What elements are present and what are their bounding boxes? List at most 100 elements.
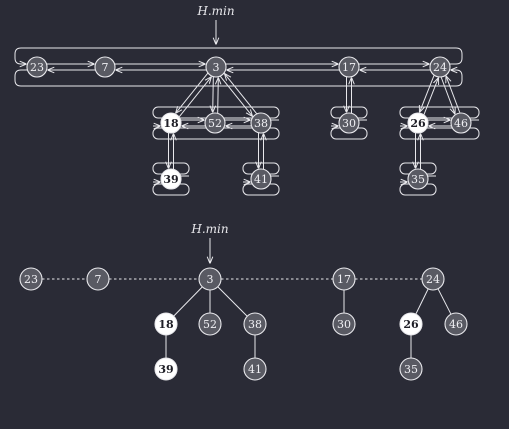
top-node-38: 38	[250, 112, 272, 134]
top-node-7: 7	[94, 56, 116, 78]
node-circle	[19, 267, 43, 291]
node-circle	[332, 312, 356, 336]
node-key: 23	[30, 61, 44, 74]
parent-pointer	[446, 76, 461, 113]
node-circle	[243, 312, 267, 336]
top-hmin-label: H.min	[196, 4, 234, 18]
linked-list-representation: H.min 3 7 17 18 23 24 26 30 35 38 39 41 46 52	[14, 4, 480, 196]
child-pointer	[420, 75, 435, 111]
node-key: 17	[337, 273, 351, 286]
parent-pointer	[178, 77, 211, 118]
bottom-node-17: 17	[332, 267, 356, 291]
parent-pointer	[225, 74, 258, 114]
node-key: 23	[24, 273, 38, 286]
node-circle	[444, 312, 468, 336]
node-circle	[205, 56, 227, 78]
root-wrap-prev-pointer	[14, 70, 463, 87]
bottom-node-7: 7	[86, 267, 110, 291]
node-key: 26	[403, 318, 419, 331]
child-pointer	[219, 76, 252, 116]
node-circle	[450, 112, 472, 134]
top-node-24: 24	[429, 56, 451, 78]
node-key: 39	[163, 173, 178, 186]
node-circle	[407, 112, 429, 134]
node-key: 46	[454, 117, 468, 130]
node-key: 3	[207, 273, 214, 286]
child-pointer	[176, 72, 209, 113]
tree-representation: H.min 3 7 17 18 23 24 26 30 35 38 39 41 46 52	[19, 222, 468, 381]
node-key: 24	[433, 61, 447, 74]
node-key: 7	[102, 61, 109, 74]
node-key: 30	[337, 318, 351, 331]
node-circle	[86, 267, 110, 291]
bottom-node-30: 30	[332, 312, 356, 336]
node-circle	[198, 312, 222, 336]
node-circle	[332, 267, 356, 291]
node-key: 7	[95, 273, 102, 286]
node-key: 38	[254, 117, 268, 130]
tree-edge	[217, 286, 248, 317]
top-node-52: 52	[204, 112, 226, 134]
node-key: 35	[404, 363, 418, 376]
node-key: 52	[208, 117, 222, 130]
bottom-node-38: 38	[243, 312, 267, 336]
node-circle	[26, 56, 48, 78]
node-circle	[399, 357, 423, 381]
bottom-node-35: 35	[399, 357, 423, 381]
node-circle	[154, 357, 178, 381]
node-circle	[429, 56, 451, 78]
node-key: 35	[411, 173, 425, 186]
top-node-46: 46	[450, 112, 472, 134]
node-key: 39	[158, 363, 173, 376]
node-circle	[421, 267, 445, 291]
node-circle	[250, 168, 272, 190]
node-circle	[198, 267, 222, 291]
top-node-3: 3	[205, 56, 227, 78]
bottom-hmin-label: H.min	[190, 222, 228, 236]
node-circle	[338, 112, 360, 134]
node-key: 26	[410, 117, 426, 130]
top-node-17: 17	[338, 56, 360, 78]
node-circle	[243, 357, 267, 381]
top-node-23: 23	[26, 56, 48, 78]
bottom-node-24: 24	[421, 267, 445, 291]
bottom-node-26: 26	[399, 312, 423, 336]
node-circle	[399, 312, 423, 336]
node-key: 3	[213, 61, 220, 74]
bottom-node-52: 52	[198, 312, 222, 336]
child-pointer	[440, 77, 455, 113]
top-node-26: 26	[407, 112, 429, 134]
bottom-node-23: 23	[19, 267, 43, 291]
top-node-18: 18	[160, 112, 182, 134]
node-key: 30	[342, 117, 356, 130]
node-circle	[407, 168, 429, 190]
top-node-35: 35	[407, 168, 429, 190]
node-key: 38	[248, 318, 262, 331]
node-circle	[250, 112, 272, 134]
bottom-node-18: 18	[154, 312, 178, 336]
parent-pointer	[423, 78, 438, 115]
tree-edge	[437, 288, 452, 315]
bottom-node-39: 39	[154, 357, 178, 381]
sibling-ring-lower	[399, 127, 480, 140]
node-circle	[160, 168, 182, 190]
bottom-node-41: 41	[243, 357, 267, 381]
node-circle	[160, 112, 182, 134]
node-key: 17	[342, 61, 356, 74]
top-node-39: 39	[160, 168, 182, 190]
bottom-node-3: 3	[198, 267, 222, 291]
node-circle	[204, 112, 226, 134]
node-key: 46	[449, 318, 463, 331]
tree-edge	[173, 286, 203, 317]
tree-edge	[415, 288, 429, 315]
top-node-30: 30	[338, 112, 360, 134]
node-key: 24	[426, 273, 440, 286]
node-key: 41	[254, 173, 268, 186]
node-key: 18	[158, 318, 174, 331]
bottom-node-46: 46	[444, 312, 468, 336]
parent-pointer	[218, 78, 219, 114]
root-wrap-next-pointer	[14, 47, 463, 64]
node-circle	[94, 56, 116, 78]
node-key: 41	[248, 363, 262, 376]
